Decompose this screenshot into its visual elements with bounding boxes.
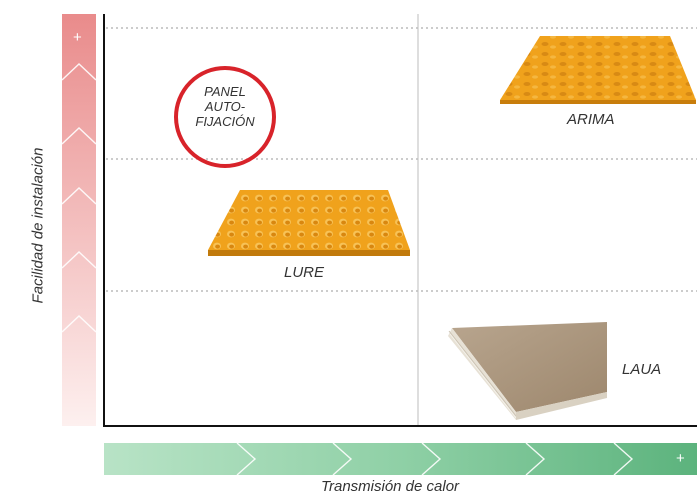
panel-label-line-2: AUTO-: [204, 99, 246, 114]
ease-of-installation-bar: [62, 14, 96, 426]
quadrant-chart: [103, 14, 697, 427]
laua-label: LAUA: [622, 361, 662, 378]
laua-panel-image: [448, 322, 607, 420]
panel-label-line-1: PANEL: [204, 84, 246, 99]
lure-label: LURE: [284, 264, 325, 281]
arima-label: ARIMA: [567, 111, 615, 128]
x-axis-plus: +: [676, 450, 685, 467]
y-axis-plus: +: [73, 29, 82, 46]
panel-autofijacion-label: PANEL AUTO- FIJACIÓN: [180, 84, 270, 129]
heat-transmission-bar: [104, 443, 697, 475]
highlight-circle: [174, 66, 276, 168]
panel-label-line-3: FIJACIÓN: [195, 114, 255, 129]
x-axis-label: Transmisión de calor: [320, 478, 460, 495]
lure-panel-image: [208, 190, 410, 256]
arima-panel-image: [500, 36, 696, 104]
grid: [106, 27, 697, 292]
